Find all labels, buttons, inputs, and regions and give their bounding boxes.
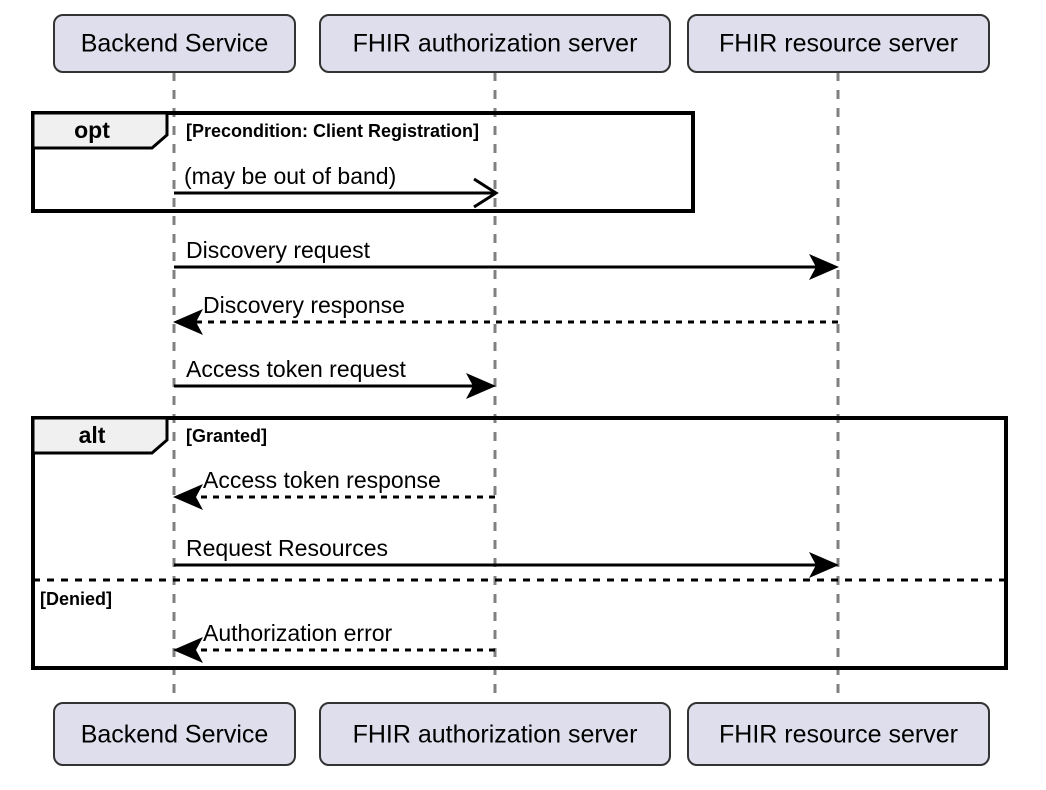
participant-head-resource-label: FHIR resource server	[719, 30, 958, 58]
opt-fragment[interactable]: opt [Precondition: Client Registration]	[31, 111, 695, 213]
participant-foot-auth[interactable]: FHIR authorization server	[319, 702, 671, 766]
participant-foot-auth-box	[319, 702, 671, 766]
participant-head-resource[interactable]: FHIR resource server	[687, 14, 990, 73]
alt-fragment-operator-label: alt	[79, 422, 106, 448]
message-access-token-request[interactable]: Access token request	[174, 356, 496, 399]
participant-foot-backend-label: Backend Service	[81, 721, 269, 749]
message-authorization-error-label: Authorization error	[203, 620, 393, 646]
message-request-resources-label: Request Resources	[186, 535, 388, 561]
alt-fragment-guard-granted-label: [Granted]	[186, 426, 267, 446]
message-request-resources-arrowhead	[809, 552, 839, 578]
opt-fragment-tab	[31, 111, 169, 150]
message-access-token-request-label: Access token request	[186, 356, 407, 382]
message-access-token-response[interactable]: Access token response	[173, 467, 495, 510]
participant-head-backend-box	[53, 14, 296, 73]
participant-head-auth-label: FHIR authorization server	[353, 30, 638, 58]
alt-fragment[interactable]: alt [Granted] [Denied]	[31, 416, 1008, 670]
participant-head-backend[interactable]: Backend Service	[53, 14, 296, 73]
alt-fragment-tab	[31, 416, 169, 455]
opt-fragment-guard-label: [Precondition: Client Registration]	[186, 121, 479, 141]
message-discovery-response-label: Discovery response	[203, 292, 405, 318]
message-discovery-request[interactable]: Discovery request	[174, 237, 839, 280]
message-discovery-response[interactable]: Discovery response	[173, 292, 838, 335]
alt-fragment-border	[31, 416, 1008, 670]
message-authorization-error-arrowhead	[173, 637, 203, 663]
message-authorization-error[interactable]: Authorization error	[173, 620, 495, 663]
message-access-token-request-arrowhead	[466, 373, 496, 399]
participants-footer: Backend Service FHIR authorization serve…	[53, 702, 990, 766]
alt-fragment-guard-denied-label: [Denied]	[40, 589, 112, 609]
participant-head-auth[interactable]: FHIR authorization server	[319, 14, 671, 73]
participant-head-resource-box	[687, 14, 990, 73]
message-discovery-request-arrowhead	[809, 254, 839, 280]
participant-foot-resource[interactable]: FHIR resource server	[687, 702, 990, 766]
message-out-of-band-arrowhead	[473, 177, 499, 209]
participant-foot-backend[interactable]: Backend Service	[53, 702, 296, 766]
message-access-token-response-label: Access token response	[203, 467, 441, 493]
participant-foot-backend-box	[53, 702, 296, 766]
opt-fragment-border	[31, 111, 695, 213]
message-access-token-response-arrowhead	[173, 484, 203, 510]
participant-foot-auth-label: FHIR authorization server	[353, 721, 638, 749]
message-discovery-response-arrowhead	[173, 309, 203, 335]
participant-foot-resource-label: FHIR resource server	[719, 721, 958, 749]
participant-head-backend-label: Backend Service	[81, 30, 269, 58]
message-out-of-band[interactable]: (may be out of band)	[174, 163, 499, 209]
participant-foot-resource-box	[687, 702, 990, 766]
participant-head-auth-box	[319, 14, 671, 73]
message-discovery-request-label: Discovery request	[186, 237, 371, 263]
participants-header: Backend Service FHIR authorization serve…	[53, 14, 990, 73]
message-request-resources[interactable]: Request Resources	[174, 535, 839, 578]
lifelines-group	[172, 72, 840, 703]
message-out-of-band-label: (may be out of band)	[184, 163, 396, 189]
opt-fragment-operator-label: opt	[74, 117, 110, 143]
